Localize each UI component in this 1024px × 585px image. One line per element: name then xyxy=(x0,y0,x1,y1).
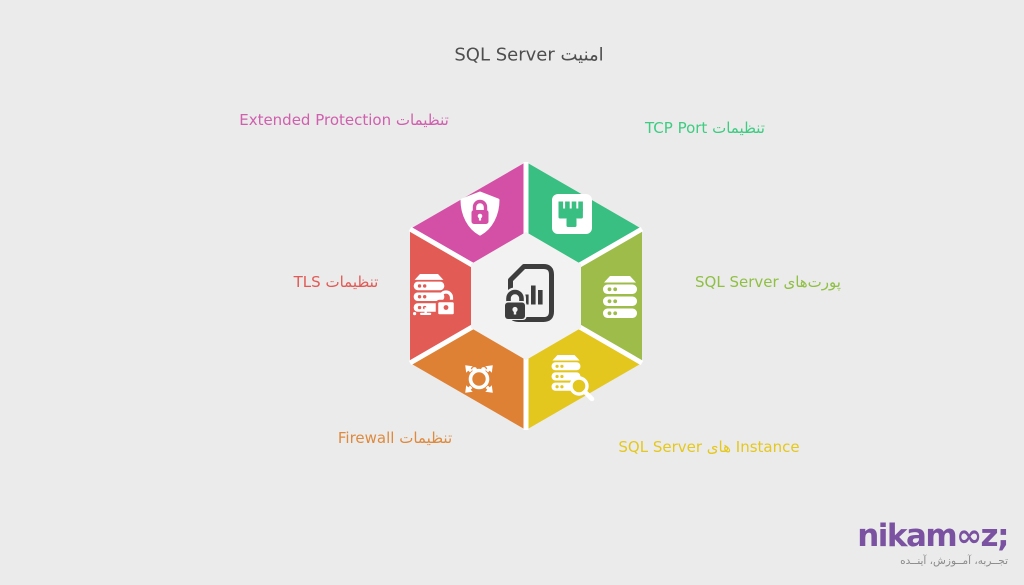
label-sql-server-ports: پورت‌های SQL Server xyxy=(695,273,841,291)
database-search-icon xyxy=(551,355,595,402)
label-firewall: تنظیمات Firewall xyxy=(337,429,453,447)
nikamooz-tagline: تجــربه، آمــوزش، آینــده xyxy=(900,555,1008,567)
server-stack-icon xyxy=(603,276,637,318)
label-tls: تنظیمات TLS xyxy=(293,273,379,291)
segment-tls xyxy=(410,229,526,363)
label-tcp-port: تنظیمات TCP Port xyxy=(645,119,765,137)
database-lock-icon xyxy=(412,274,457,317)
secure-report-document-icon xyxy=(503,264,554,322)
label-sql-server-instances: Instance های SQL Server xyxy=(618,438,800,456)
nikamooz-wordmark: nikam∞z; xyxy=(857,518,1009,554)
shield-lock-icon xyxy=(460,191,500,236)
segment-sql-server-ports xyxy=(526,229,642,363)
nikamooz-logo: nikam∞z; تجــربه، آمــوزش، آینــده xyxy=(857,518,1009,568)
label-extended-protection: تنظیمات Extended Protection xyxy=(239,111,449,129)
network-threat-icon xyxy=(465,365,493,393)
ethernet-port-icon xyxy=(552,194,592,234)
diagram-title: امنیت SQL Server xyxy=(454,44,604,66)
